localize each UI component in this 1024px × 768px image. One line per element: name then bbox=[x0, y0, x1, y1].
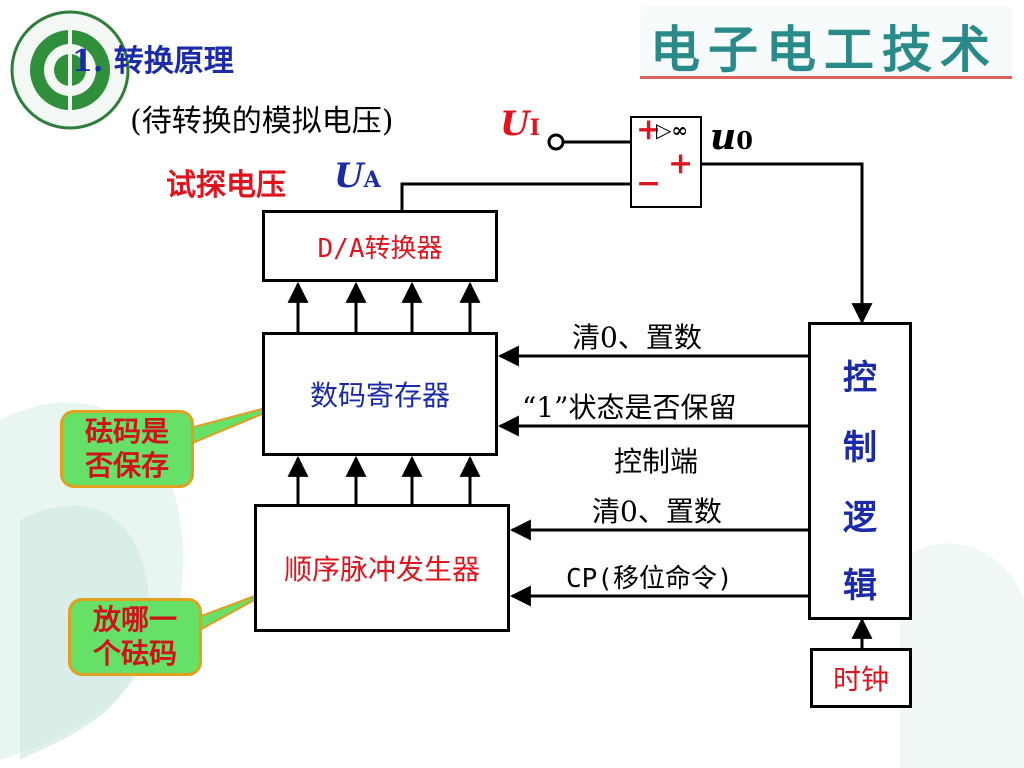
signal-cp-shift: CP(移位命令) bbox=[566, 564, 733, 594]
callout-weight-kept: 砝码是否保存 bbox=[60, 410, 194, 488]
sequencer-box: 顺序脉冲发生器 bbox=[254, 504, 510, 632]
control-logic-box bbox=[808, 322, 912, 620]
clock-box: 时钟 bbox=[810, 648, 912, 708]
da-converter-box: D/A转换器 bbox=[262, 210, 498, 282]
trial-voltage-caption: 试探电压 bbox=[166, 168, 286, 203]
trial-voltage-symbol: UA bbox=[334, 156, 381, 196]
brand-banner bbox=[640, 6, 1012, 78]
comparator-box bbox=[630, 116, 702, 208]
comparator-output-plus: + bbox=[668, 146, 694, 181]
control-label-char-2: 制 bbox=[843, 428, 877, 468]
control-label-char-4: 辑 bbox=[843, 566, 877, 606]
signal-clear-set-sequencer: 清0、置数 bbox=[592, 495, 722, 528]
output-symbol: u0 bbox=[710, 116, 753, 158]
signal-keep-state: “1”状态是否保留 bbox=[522, 391, 737, 424]
brand-underline bbox=[640, 76, 1012, 79]
comparator-plus-sign: + bbox=[636, 112, 662, 147]
university-seal-icon bbox=[10, 10, 130, 130]
section-title: 1. 转换原理 bbox=[72, 44, 234, 79]
signal-clear-set-register: 清0、置数 bbox=[572, 321, 702, 354]
input-symbol: UI bbox=[500, 104, 540, 144]
comparator-minus-sign: − bbox=[636, 166, 662, 201]
comparator-infinity-symbol: ▷∞ bbox=[656, 118, 689, 142]
signal-control-end: 控制端 bbox=[614, 445, 699, 478]
register-box: 数码寄存器 bbox=[262, 332, 498, 456]
input-caption: (待转换的模拟电压) bbox=[130, 104, 394, 139]
control-label-char-3: 逻 bbox=[843, 498, 877, 538]
brand-title: 电子电工技术 bbox=[650, 20, 998, 79]
control-label-char-1: 控 bbox=[843, 358, 877, 398]
callout-which-weight: 放哪一个砝码 bbox=[68, 598, 202, 676]
